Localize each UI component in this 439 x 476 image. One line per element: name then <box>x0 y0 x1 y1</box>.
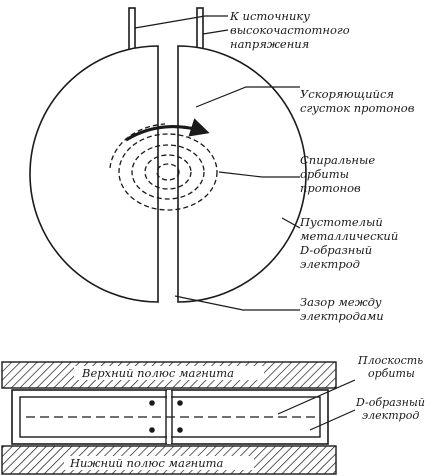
label-upper-pole: Верхний полюс магнита <box>81 366 234 380</box>
side-view: Верхний полюс магнита Нижний полюс магни… <box>1 354 425 475</box>
leader-source-right <box>202 29 229 35</box>
label-dee-line4: электрод <box>300 257 360 271</box>
label-orbits-line3: протонов <box>300 181 361 195</box>
proton-dot <box>149 427 155 433</box>
leader-dee <box>281 217 301 229</box>
lower-magnet-pole <box>1 445 337 475</box>
right-dee-electrode <box>177 45 307 303</box>
label-dee-line3: D-образный <box>299 243 372 257</box>
label-plane-line1: Плоскость <box>357 354 423 367</box>
label-gap-line1: Зазор между <box>300 295 382 309</box>
leader-side-dee <box>309 409 356 431</box>
orbit-ring <box>118 133 218 211</box>
upper-pole-label-bg <box>74 366 264 380</box>
label-lower-pole: Нижний полюс магнита <box>69 456 224 470</box>
label-side-dee-line2: электрод <box>362 409 419 422</box>
orbit-ring <box>144 154 192 190</box>
label-gap-line2: электродами <box>300 309 384 323</box>
proton-dots <box>149 400 183 433</box>
leader-orbits <box>218 171 300 178</box>
leader-lines <box>134 15 301 311</box>
proton-dot <box>177 400 183 406</box>
label-dee-line1: Пустотелый <box>299 215 383 229</box>
label-source-line1: К источнику <box>229 9 310 23</box>
label-source-line3: напряжения <box>230 37 309 51</box>
label-source-line2: высокочастотного <box>230 23 350 37</box>
proton-dot <box>177 427 183 433</box>
label-bunch-line2: сгусток протонов <box>300 101 415 115</box>
label-bunch-line1: Ускоряющийся <box>300 87 394 101</box>
leader-source-left <box>134 15 228 29</box>
proton-bunch-arrow <box>125 118 210 142</box>
top-view: К источнику высокочастотного напряжения … <box>29 7 415 323</box>
orbit-ring <box>156 163 180 181</box>
leader-bunch <box>195 86 300 108</box>
label-orbits-line2: орбиты <box>300 167 349 181</box>
spiral-orbits <box>109 123 218 211</box>
label-plane-line2: орбиты <box>368 367 415 380</box>
orbit-ring <box>131 144 205 200</box>
label-dee-line2: металлический <box>300 229 398 243</box>
label-side-dee-line1: D-образный <box>355 396 425 409</box>
leader-orbit-plane <box>277 379 356 415</box>
lower-pole-label-bg <box>64 456 254 470</box>
leader-gap <box>174 295 300 311</box>
left-dee-electrode <box>29 45 159 303</box>
proton-dot <box>149 400 155 406</box>
label-orbits-line1: Спиральные <box>300 153 375 167</box>
